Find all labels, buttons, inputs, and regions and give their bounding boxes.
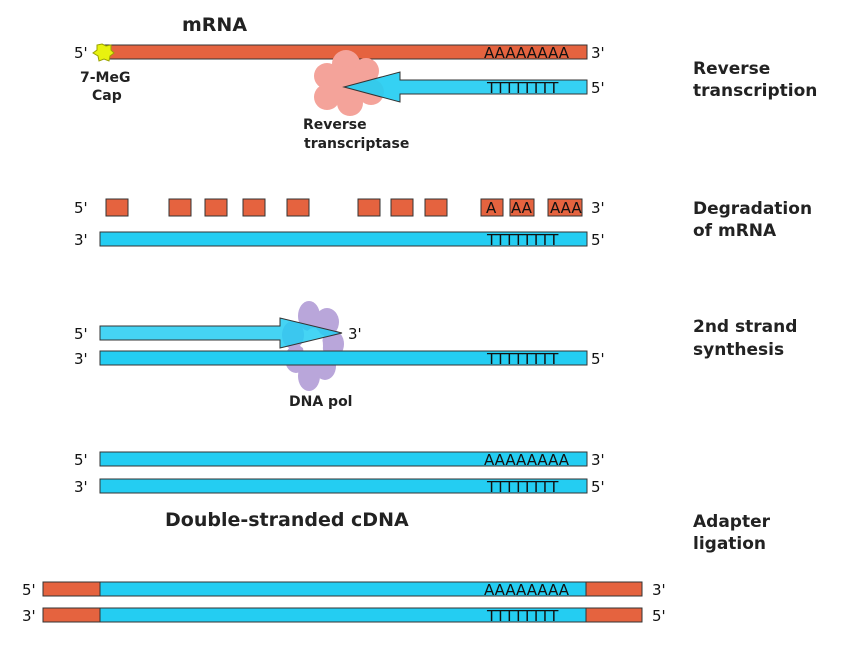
ligated-top-5prime-end: 5'	[22, 581, 36, 599]
stage-4-label-line2: ligation	[693, 534, 766, 554]
mrna-fragment	[424, 198, 448, 217]
mrna-fragment	[509, 198, 535, 217]
stage-3-label-line2: synthesis	[693, 340, 784, 360]
second-strand-arrow	[99, 317, 343, 349]
template-5prime-end: 5'	[591, 350, 605, 368]
fragments-3prime-end: 3'	[591, 199, 605, 217]
poly-t-sequence: TTTTTTTT	[486, 478, 559, 496]
cdna-5prime-end: 5'	[591, 231, 605, 249]
second-strand-3prime-end: 3'	[348, 325, 362, 343]
poly-t-sequence: TTTTTTTT	[486, 231, 559, 249]
dna-pol-label: DNA pol	[289, 394, 353, 410]
ds-cdna-title: Double-stranded cDNA	[165, 509, 409, 531]
mrna-fragment	[480, 198, 504, 217]
stage-3-label-line1: 2nd strand	[693, 317, 797, 337]
top-strand-5prime-end: 5'	[74, 451, 88, 469]
mrna-fragment	[357, 198, 381, 217]
enzyme-label-line1: Reverse	[303, 117, 367, 133]
stage-2-label-line1: Degradation	[693, 199, 812, 219]
poly-a-fragment-1: A	[486, 199, 497, 217]
cdna-3prime-end: 3'	[74, 231, 88, 249]
mrna-fragment	[168, 198, 192, 217]
stage-4-label-line1: Adapter	[693, 512, 771, 532]
poly-a-sequence: AAAAAAAA	[484, 451, 570, 469]
first-strand-cdna-arrow	[342, 71, 588, 103]
stage-1-label-line1: Reverse	[693, 59, 770, 79]
mrna-fragment	[547, 198, 583, 217]
poly-a-tail: AAAAAAAA	[484, 44, 570, 62]
right-adapter-top	[585, 581, 643, 597]
template-cdna-strand	[99, 350, 588, 366]
mrna-fragment	[105, 198, 129, 217]
cdna-5prime-end: 5'	[591, 79, 605, 97]
ds-cdna-bottom-strand	[99, 478, 588, 494]
enzyme-label-line2: transcriptase	[304, 136, 409, 152]
top-strand-3prime-end: 3'	[591, 451, 605, 469]
mrna-fragment	[286, 198, 310, 217]
cap-label-line2: Cap	[92, 88, 122, 104]
template-3prime-end: 3'	[74, 350, 88, 368]
fragments-5prime-end: 5'	[74, 199, 88, 217]
right-adapter-bottom	[585, 607, 643, 623]
bottom-strand-5prime-end: 5'	[591, 478, 605, 496]
mrna-3prime-end: 3'	[591, 44, 605, 62]
mrna-fragment	[242, 198, 266, 217]
cap-label-line1: 7-MeG	[80, 70, 130, 86]
poly-t-sequence: TTTTTTTT	[486, 607, 559, 625]
mrna-title: mRNA	[182, 14, 247, 36]
ligated-bottom-3prime-end: 3'	[22, 607, 36, 625]
ligated-top-3prime-end: 3'	[652, 581, 666, 599]
second-strand-5prime-end: 5'	[74, 325, 88, 343]
dna-polymerase-icon	[282, 301, 344, 391]
mrna-5prime-end: 5'	[74, 44, 88, 62]
stage-1-label-line2: transcription	[693, 81, 817, 101]
poly-t-sequence: TTTTTTTT	[486, 350, 559, 368]
bottom-strand-3prime-end: 3'	[74, 478, 88, 496]
poly-a-fragment-2: AA	[511, 199, 533, 217]
poly-t-primer: TTTTTTTT	[486, 79, 559, 97]
cap-icon	[92, 43, 115, 62]
poly-a-sequence: AAAAAAAA	[484, 581, 570, 599]
first-strand-cdna	[99, 231, 588, 247]
poly-a-fragment-3: AAA	[550, 199, 582, 217]
mrna-fragment	[390, 198, 414, 217]
left-adapter-bottom	[42, 607, 102, 623]
mrna-fragments	[105, 198, 583, 217]
left-adapter-top	[42, 581, 102, 597]
stage-2-label-line2: of mRNA	[693, 221, 777, 241]
ligated-bottom-5prime-end: 5'	[652, 607, 666, 625]
ds-cdna-top-strand	[99, 451, 588, 467]
mrna-fragment	[204, 198, 228, 217]
